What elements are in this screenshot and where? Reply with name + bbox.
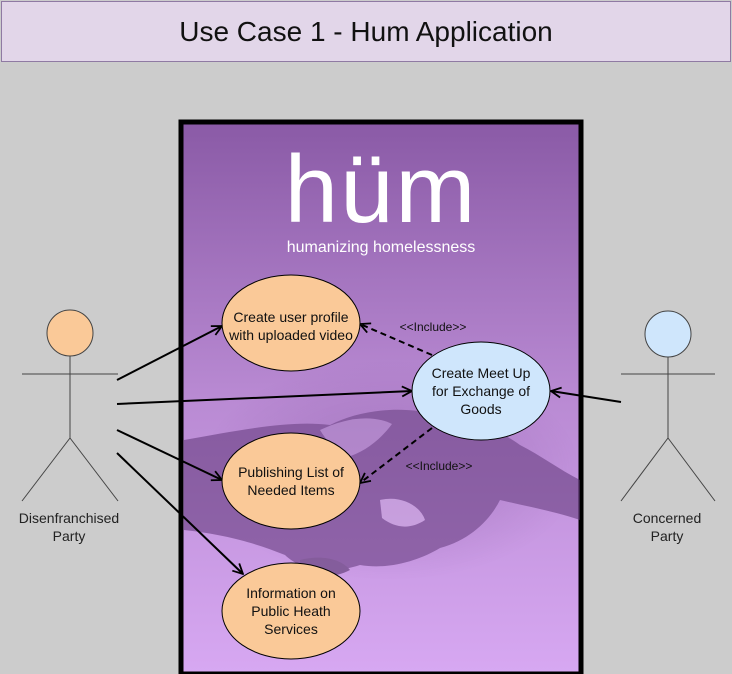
include-label-1: <<Include>>	[400, 320, 467, 334]
use-case-publish-list: Publishing List of Needed Items	[221, 432, 361, 530]
use-case-label-line3: Goods	[460, 401, 501, 417]
actor-label-line1: Disenfranchised	[19, 510, 119, 526]
include-relations	[360, 324, 433, 483]
actor-concerned-party: Concerned Party	[620, 310, 716, 544]
use-case-label-line2: Needed Items	[247, 482, 334, 498]
association-to-health-info	[116, 452, 243, 574]
use-case-health-info: Information on Public Heath Services	[221, 562, 361, 660]
include-arrow-publish	[360, 427, 433, 483]
association-concerned-to-meetup	[551, 391, 622, 403]
associations	[116, 326, 622, 574]
actor-head	[644, 310, 692, 358]
include-arrow-profile	[360, 324, 433, 356]
use-case-label-line2: Public Heath	[251, 603, 330, 619]
hum-logo: hüm humanizing homelessness	[285, 136, 478, 256]
use-case-label-line1: Publishing List of	[238, 464, 344, 480]
use-case-label-line3: Services	[264, 621, 318, 637]
actor-label-line1: Concerned	[633, 510, 702, 526]
use-case-label-line2: with uploaded video	[228, 327, 353, 343]
actor-head	[46, 309, 94, 357]
use-case-create-meetup: Create Meet Up for Exchange of Goods	[411, 341, 551, 441]
diagram-title: Use Case 1 - Hum Application	[1, 1, 731, 62]
use-case-label-line1: Create user profile	[233, 309, 348, 325]
actor-label-line2: Party	[651, 528, 684, 544]
association-to-publish-list	[116, 429, 222, 480]
association-to-create-meetup	[116, 391, 412, 405]
use-case-label-line1: Create Meet Up	[432, 365, 531, 381]
include-label-2: <<Include>>	[406, 459, 473, 473]
use-case-create-profile: Create user profile with uploaded video	[221, 274, 361, 372]
use-case-label-line1: Information on	[246, 585, 336, 601]
actor-label-line2: Party	[53, 528, 86, 544]
hum-wordmark: hüm	[285, 136, 478, 243]
actor-disenfranchised-party: Disenfranchised Party	[19, 309, 119, 544]
hum-tagline: humanizing homelessness	[287, 239, 476, 256]
use-case-label-line2: for Exchange of	[432, 383, 530, 399]
association-to-create-profile	[116, 326, 222, 381]
